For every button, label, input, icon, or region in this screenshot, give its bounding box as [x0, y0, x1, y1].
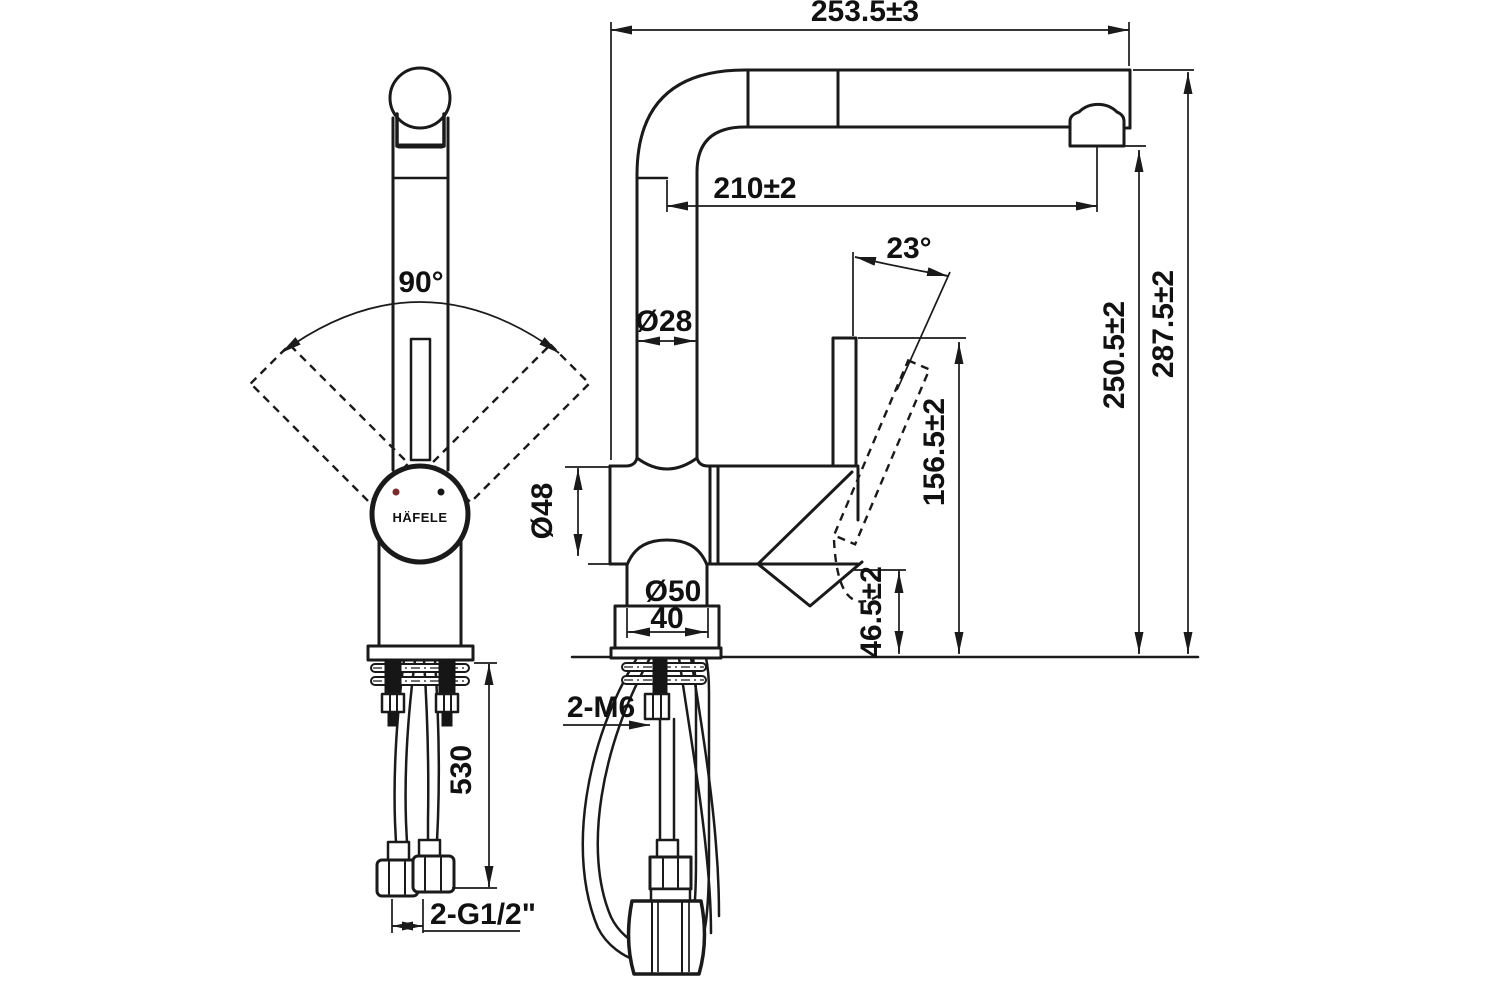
side-view: 23° 253.5±3 210±2 Ø28	[526, 0, 1200, 976]
front-body: HÄFELE	[369, 463, 471, 565]
front-deck-plate	[366, 644, 475, 662]
side-base	[609, 538, 723, 660]
dim-outlet-height-lines	[1072, 145, 1146, 654]
dim-supply-connection: 2-G1/2"	[430, 898, 536, 931]
valve-facet	[756, 470, 854, 566]
dim-supply-connection-lines	[391, 899, 520, 933]
side-deck-plate	[609, 646, 723, 660]
side-mounting-hardware	[621, 657, 707, 721]
hose-counterweight	[626, 838, 707, 976]
dim-overall-height: 287.5±2	[1147, 270, 1180, 378]
dim-outlet-reach: 210±2	[713, 172, 796, 205]
dim-spout-reach: 253.5±3	[811, 0, 919, 28]
dim-handle-top-height: 156.5±2	[918, 398, 951, 506]
front-swivel-arc	[280, 301, 560, 354]
dim-fixing-studs: 2-M6	[567, 691, 635, 724]
front-spout-outlet-circle	[388, 66, 452, 130]
front-view: HÄFELE 90° 530 2-G1/2"	[248, 66, 592, 933]
dim-spray-angle: 23°	[886, 232, 931, 265]
hot-indicator-dot	[392, 488, 400, 496]
brand-logo: HÄFELE	[393, 510, 448, 525]
handle	[831, 336, 858, 466]
dim-spray-angle-lines	[852, 252, 951, 391]
dim-handle-top-height-lines	[858, 337, 966, 654]
weight-hose	[658, 717, 676, 845]
dim-body-bottom-height-lines	[854, 569, 906, 654]
dim-overall-height-lines	[1133, 69, 1194, 654]
valve-cone	[756, 560, 864, 608]
dim-swivel-angle: 90°	[398, 266, 443, 299]
dim-outlet-reach-lines	[635, 146, 1098, 212]
aerator-outlet	[1068, 102, 1126, 148]
front-hose-connectors	[375, 838, 456, 898]
front-spout-column	[391, 116, 450, 472]
front-mounting-studs	[380, 658, 460, 727]
base-bell	[625, 538, 709, 567]
dim-base-width-lines	[626, 608, 709, 638]
front-base-column	[377, 538, 463, 648]
front-pullout-slot	[409, 337, 432, 462]
base-flange	[613, 604, 721, 650]
dim-spout-diameter: Ø28	[636, 305, 693, 338]
side-supply-hoses	[677, 656, 721, 935]
dim-base-diameter: Ø50	[645, 575, 702, 608]
dim-body-bottom-height: 46.5±2	[855, 566, 888, 658]
side-spout	[635, 68, 1132, 460]
dim-base-width: 40	[650, 602, 683, 635]
dim-hose-length: 530	[445, 745, 478, 795]
handle-tilted-dashed	[832, 358, 931, 603]
dim-hose-length-lines	[452, 662, 497, 889]
dim-body-diameter: Ø48	[526, 483, 559, 540]
cold-indicator-dot	[437, 488, 445, 496]
dim-spout-reach-lines	[610, 22, 1130, 460]
dim-outlet-height: 250.5±2	[1098, 301, 1131, 409]
dim-body-diameter-lines	[565, 466, 624, 565]
